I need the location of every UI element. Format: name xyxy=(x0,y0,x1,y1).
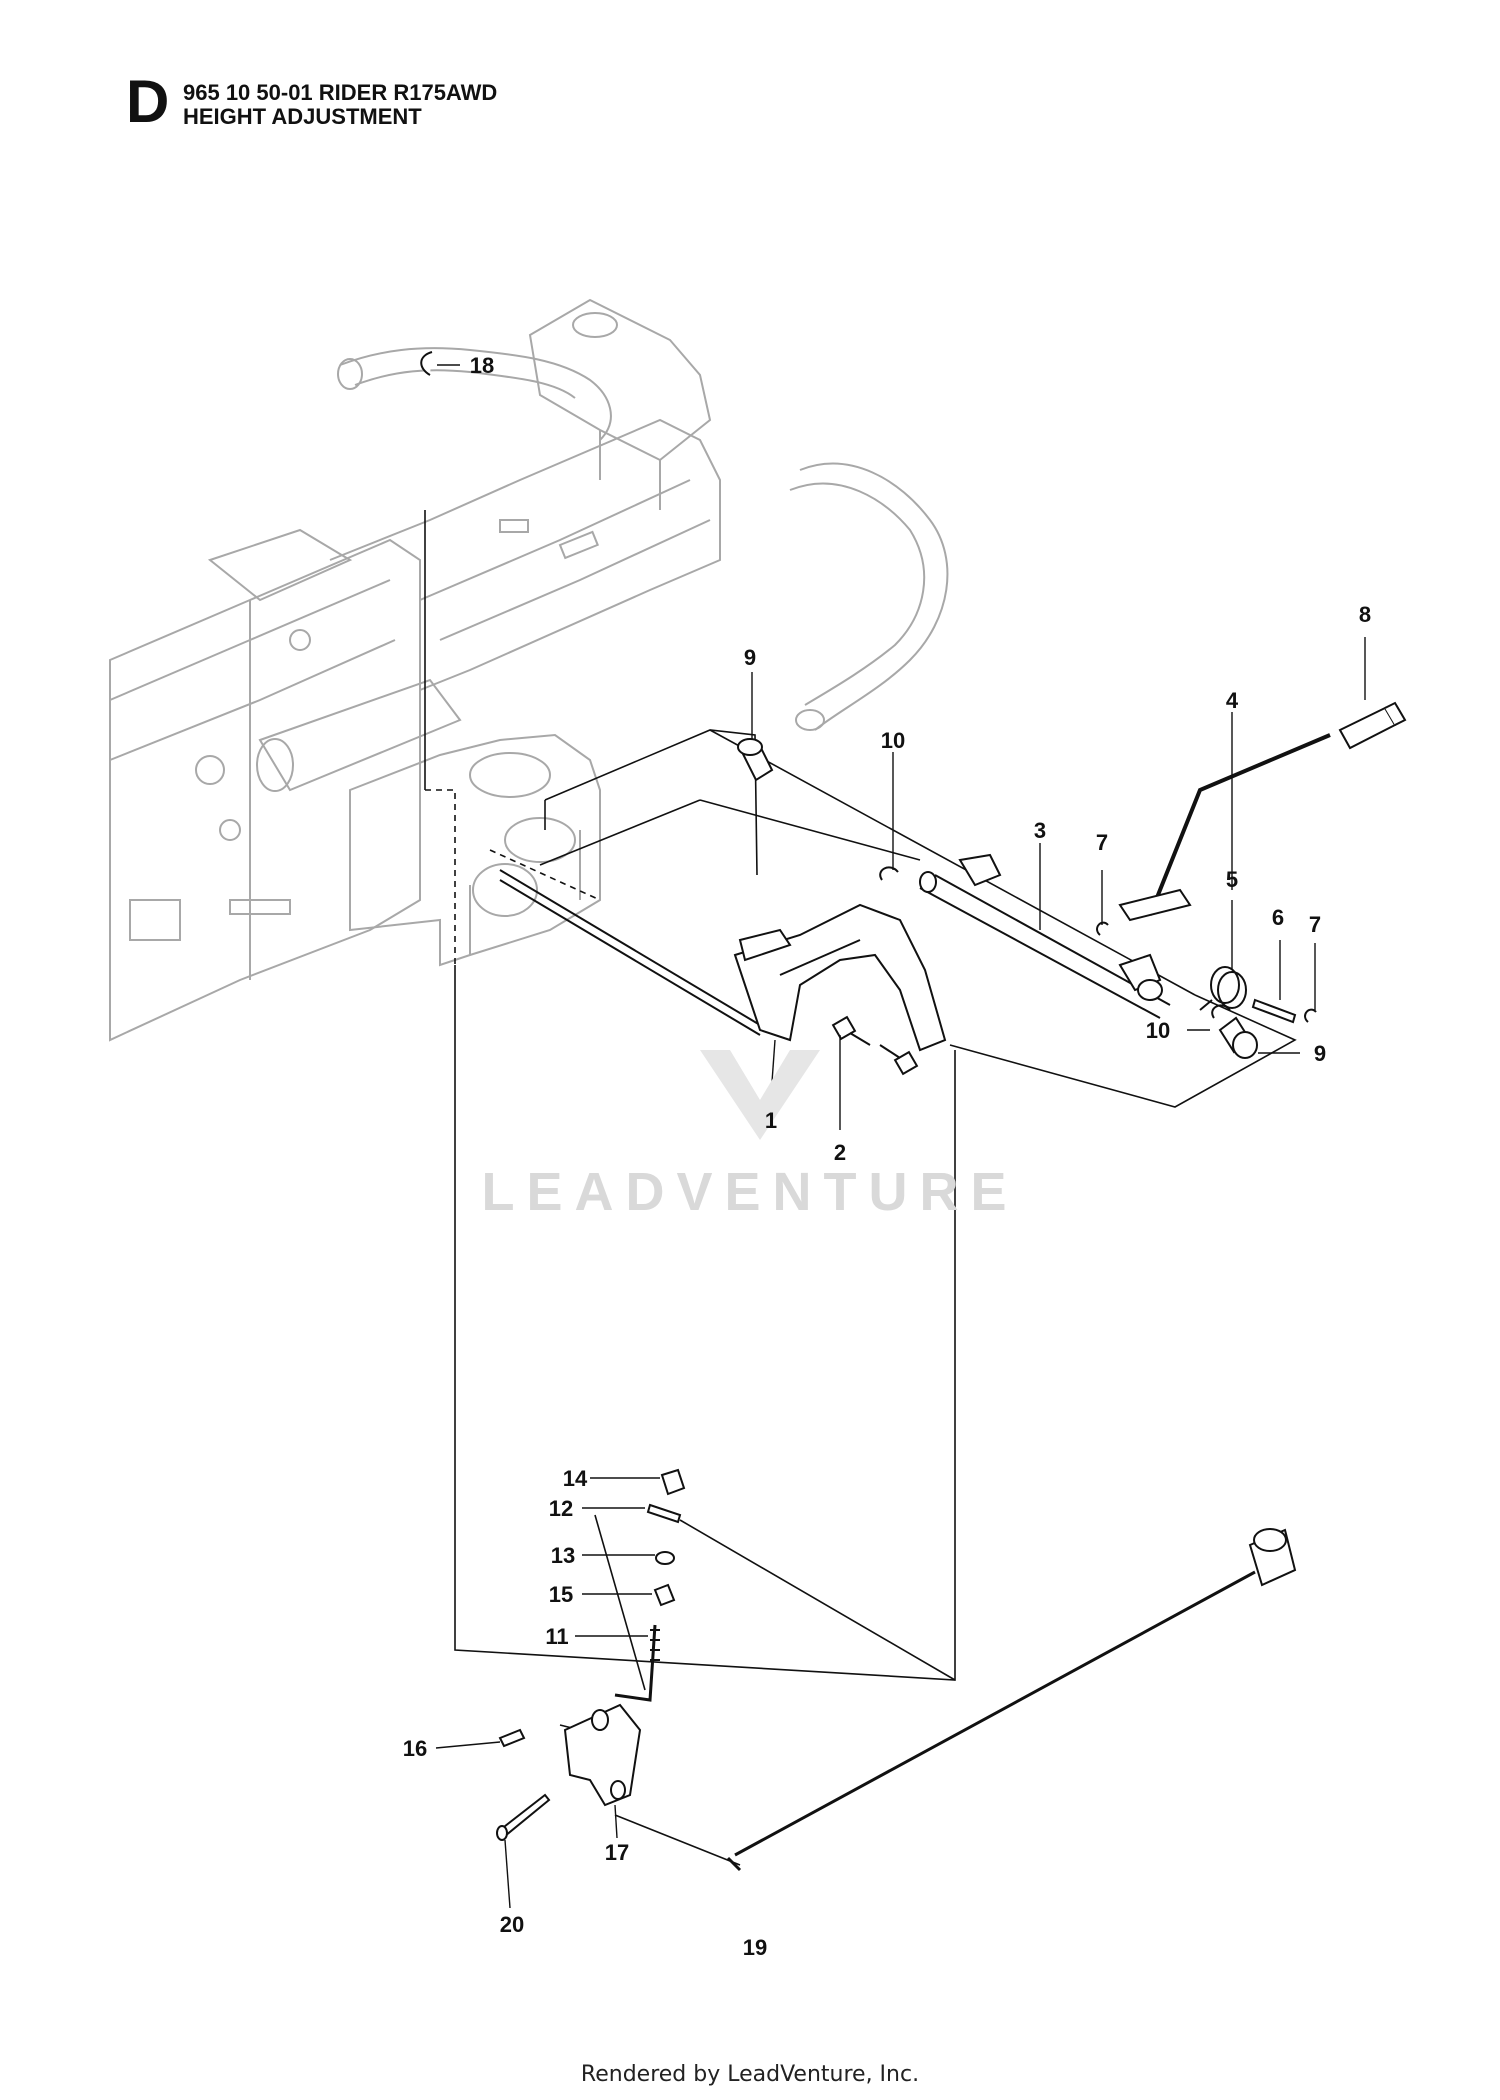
callout-5: 5 xyxy=(1226,867,1238,892)
callout-18: 18 xyxy=(470,353,494,378)
bushing-9-lower xyxy=(1218,1016,1258,1059)
lever-bracket xyxy=(1118,888,1192,922)
height-adjustment-parts xyxy=(420,351,1407,1872)
callout-6: 6 xyxy=(1272,905,1284,930)
nut-15 xyxy=(653,1583,676,1607)
callout-7-right: 7 xyxy=(1309,912,1321,937)
callout-11: 11 xyxy=(545,1624,568,1649)
assembly-guides xyxy=(424,510,1297,1866)
callout-16: 16 xyxy=(403,1736,427,1761)
washer-13 xyxy=(655,1551,675,1565)
callout-3: 3 xyxy=(1034,818,1046,843)
callout-10-upper: 10 xyxy=(881,728,905,753)
callout-10-lower: 10 xyxy=(1146,1018,1170,1043)
callout-1: 1 xyxy=(765,1108,777,1133)
callout-9-lower: 9 xyxy=(1314,1041,1326,1066)
spring-5 xyxy=(1199,966,1247,1011)
nut-14 xyxy=(660,1468,686,1496)
callout-8: 8 xyxy=(1359,602,1371,627)
render-credit: Rendered by LeadVenture, Inc. xyxy=(580,2062,920,2087)
diagram-title: HEIGHT ADJUSTMENT xyxy=(183,104,422,129)
callout-4: 4 xyxy=(1226,688,1239,713)
section-letter: D xyxy=(126,68,170,135)
model-number: 965 10 50-01 RIDER R175AWD xyxy=(183,80,498,105)
shaft-3 xyxy=(919,853,1171,1019)
lever-4 xyxy=(1148,733,1331,916)
header: D 965 10 50-01 RIDER R175AWD HEIGHT ADJU… xyxy=(0,0,1500,160)
callout-12: 12 xyxy=(549,1496,573,1521)
callout-20: 20 xyxy=(500,1912,524,1937)
leadventure-watermark: LEADVENTURE xyxy=(481,1050,1018,1222)
bell-crank-17 xyxy=(563,1703,642,1807)
callout-labels: 1 2 3 4 5 6 7 7 8 9 9 10 10 11 12 13 14 … xyxy=(403,353,1371,1960)
circlip-18 xyxy=(420,351,433,376)
callout-9-upper: 9 xyxy=(744,645,756,670)
bolts-2 xyxy=(831,1015,919,1076)
callout-14: 14 xyxy=(563,1466,588,1491)
bushing-9-upper xyxy=(737,738,774,782)
callout-15: 15 xyxy=(549,1582,573,1607)
rod-19 xyxy=(726,1528,1297,1872)
pin-20-head xyxy=(496,1825,508,1841)
callout-19: 19 xyxy=(743,1935,767,1960)
callout-17: 17 xyxy=(605,1840,629,1865)
pin-16 xyxy=(498,1728,526,1748)
callout-13: 13 xyxy=(551,1543,575,1568)
rider-frame xyxy=(109,298,949,1042)
bolt-12 xyxy=(646,1503,682,1524)
watermark-text: LEADVENTURE xyxy=(481,1162,1018,1222)
callout-7-left: 7 xyxy=(1096,830,1108,855)
cotter-7-a xyxy=(1096,921,1109,936)
clip-10-upper xyxy=(879,866,899,881)
pin-6 xyxy=(1251,998,1297,1024)
threaded-rod-11 xyxy=(614,1624,660,1702)
callout-2: 2 xyxy=(834,1140,846,1165)
grip-8 xyxy=(1338,701,1407,750)
cotter-7-b xyxy=(1304,1008,1317,1023)
